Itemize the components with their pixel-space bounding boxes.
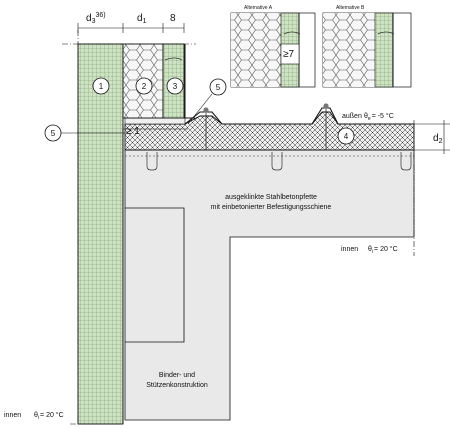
alt-a-min-seven: ≥7 (283, 49, 294, 60)
purlin-label-line-2: mit einbetonierter Befestigungsschiene (211, 204, 332, 211)
callouts: 1 2 3 4 5 5 (44, 77, 355, 145)
roof-screws (205, 108, 327, 150)
dim-d2: d2 (433, 133, 443, 145)
labels: außen θe= -5 °C innen θi= 20 °C innen θi… (4, 112, 398, 421)
center-lines (62, 30, 415, 425)
dim-d1: d1 (137, 13, 147, 25)
detail-alternative-a: Alternative A ≥7 (230, 5, 316, 88)
binder-step (125, 207, 185, 343)
detail-alternative-b: Alternative B (322, 5, 412, 88)
purlin-label-line-1: ausgeklinkte Stahlbetonpfette (225, 194, 317, 201)
callout-1: 1 (99, 82, 104, 91)
d2-dimension: d2 (414, 120, 450, 154)
screw-head (203, 107, 209, 113)
purlin-and-binder (124, 149, 415, 421)
outside-label: außen (342, 113, 362, 120)
inside-label-right: innen (341, 246, 358, 253)
inside-temperature-left: θi= 20 °C (34, 411, 64, 421)
concrete-structure (124, 149, 415, 421)
cladding-fixing (164, 57, 183, 61)
inside-label-left: innen (4, 412, 21, 419)
wall-cladding-line (184, 44, 195, 119)
dim-d3: d336) (86, 12, 106, 25)
callout-4: 4 (344, 132, 349, 141)
callout-2: 2 (142, 82, 147, 91)
outside-temperature: θe= -5 °C (364, 112, 394, 122)
callout-3: 3 (173, 82, 178, 91)
dim-min-gap: ≥ 1 (126, 126, 140, 137)
callout-5-left: 5 (51, 129, 56, 138)
inner-insulation-d3 (77, 43, 124, 425)
binder-label-line-2: Stützenkonstruktion (146, 382, 208, 389)
anchor-rails (146, 152, 412, 171)
binder-label-line-1: Binder- und (159, 372, 195, 379)
inside-temperature-right: θi= 20 °C (368, 245, 398, 255)
top-dimensions: d336) d1 8 (77, 12, 185, 33)
screw-head (323, 103, 329, 109)
alt-a-label: Alternative A (244, 5, 273, 11)
dim-eight: 8 (170, 13, 176, 24)
alt-b-label: Alternative B (336, 5, 365, 11)
corner-infill (124, 117, 186, 125)
gap-dimension: ≥ 1 (123, 126, 188, 137)
callout-5-top: 5 (216, 83, 221, 92)
wall-build-up (77, 43, 195, 425)
